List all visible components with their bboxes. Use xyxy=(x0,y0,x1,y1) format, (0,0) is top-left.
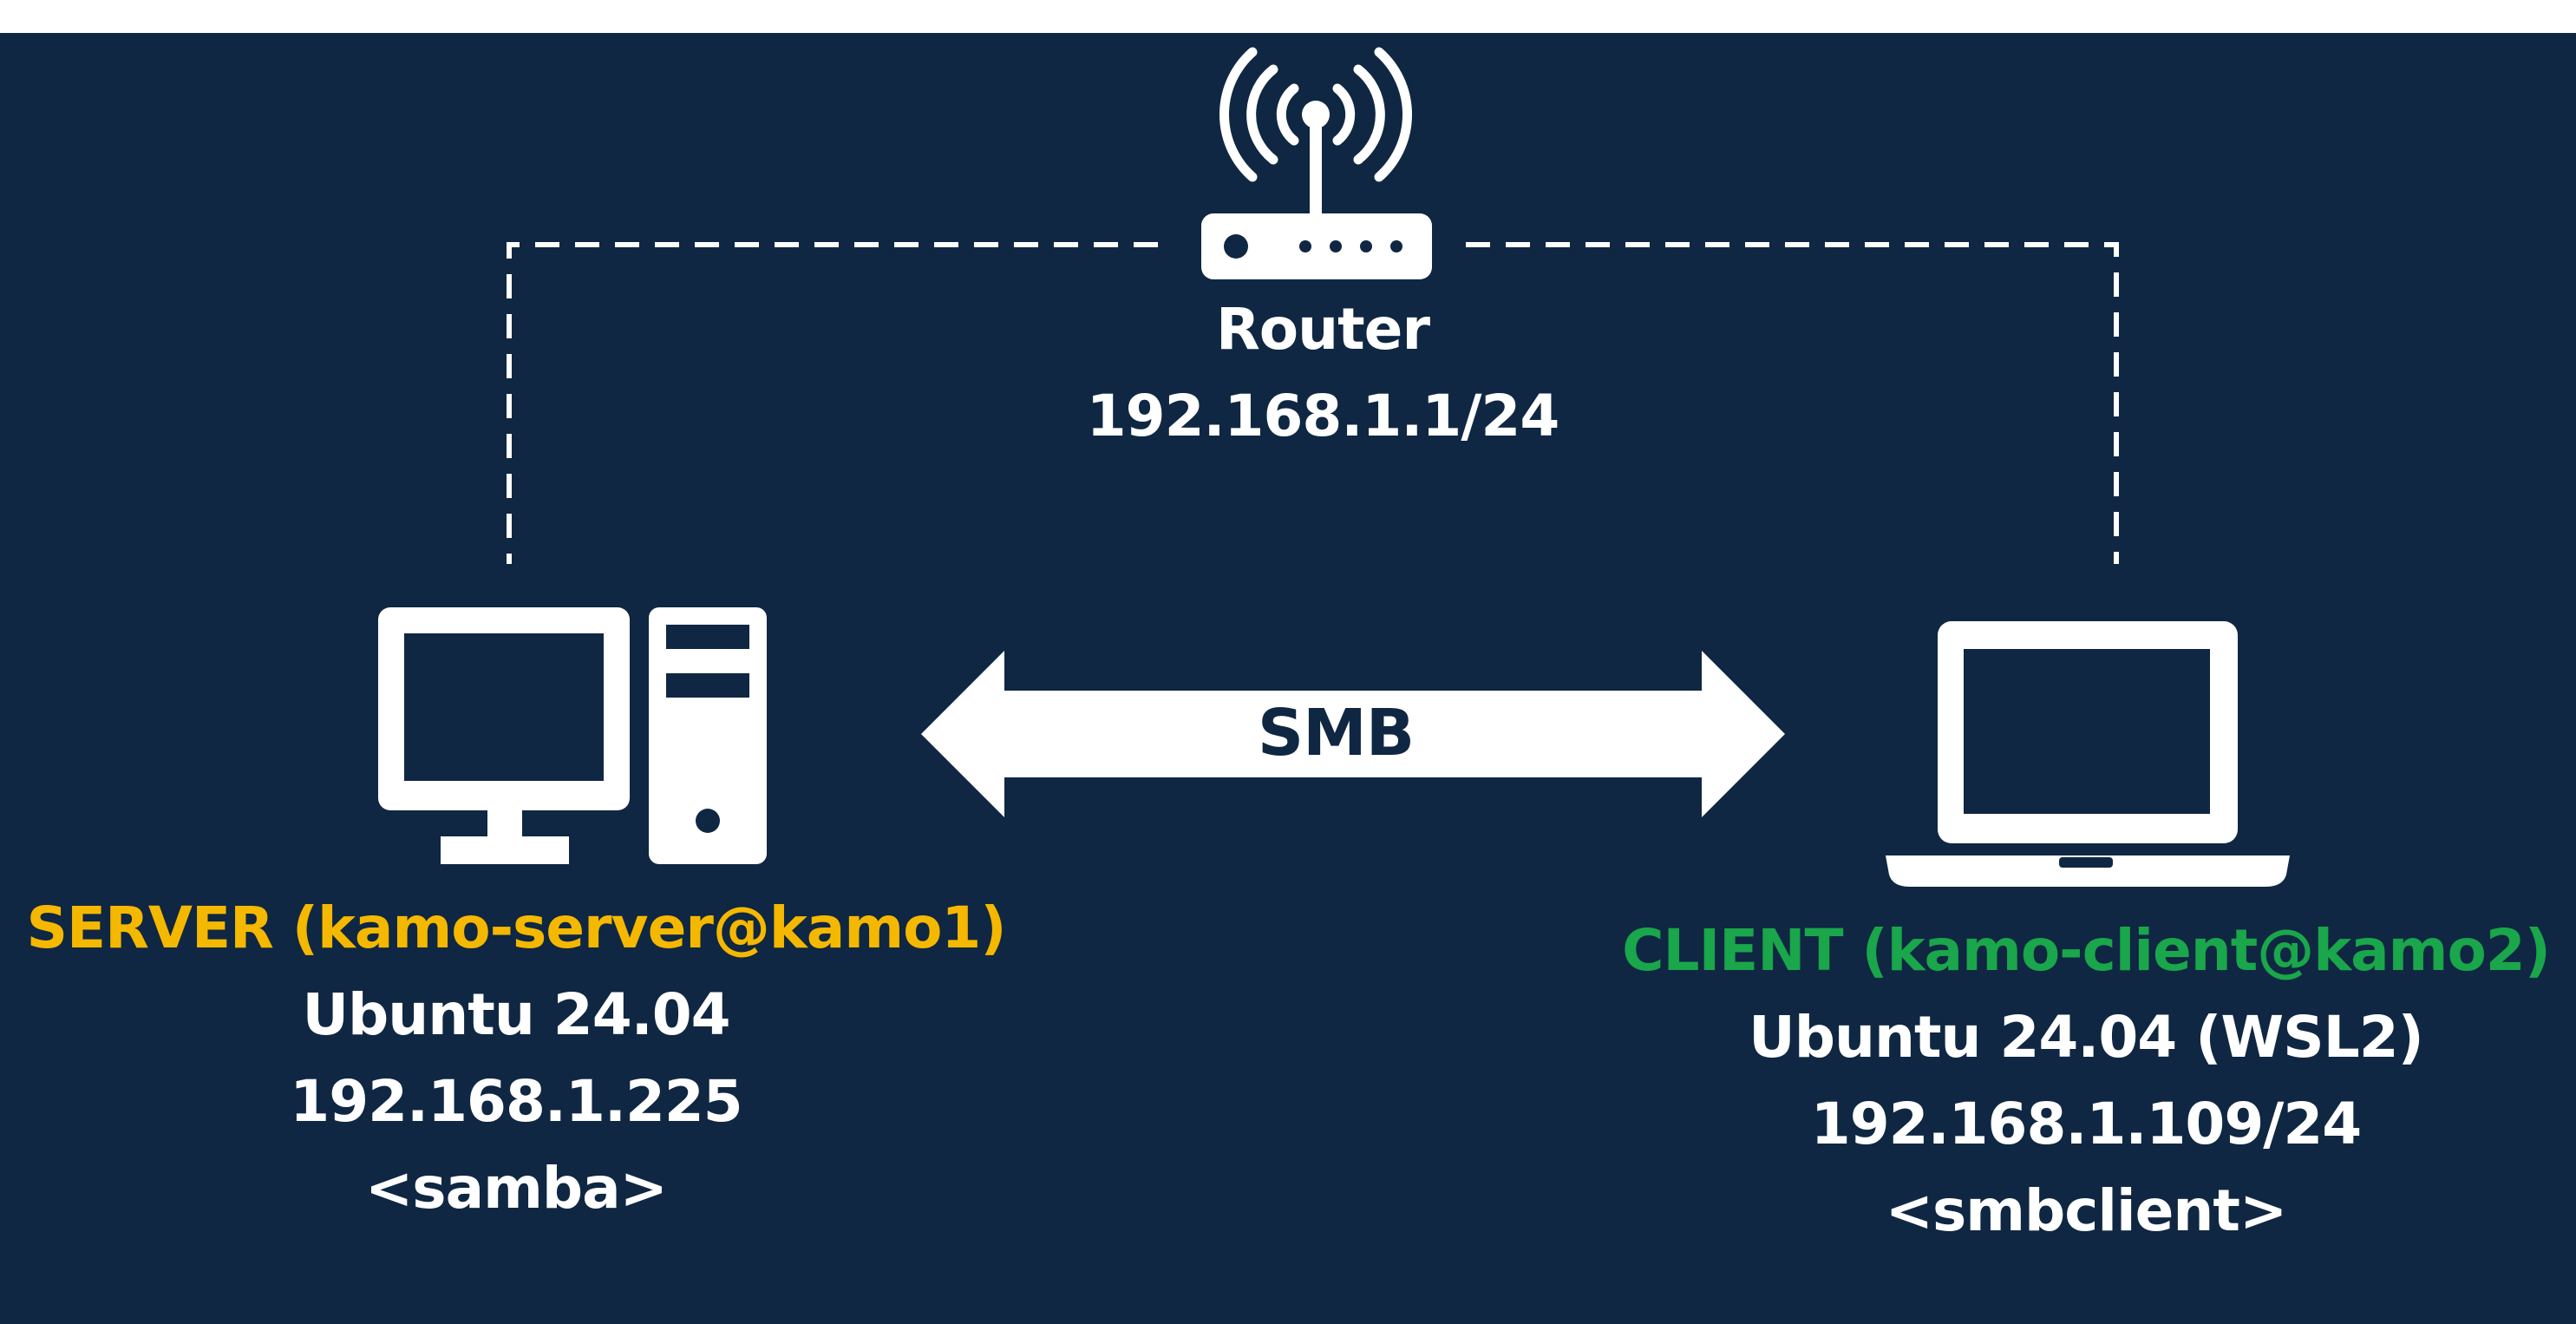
server-title: SERVER (kamo-server@kamo1) xyxy=(26,895,1006,961)
smb-protocol-label: SMB xyxy=(1257,696,1415,770)
server-software: <samba> xyxy=(365,1155,668,1222)
client-os: Ubuntu 24.04 (WSL2) xyxy=(1749,1004,2424,1071)
client-title: CLIENT (kamo-client@kamo2) xyxy=(1622,917,2551,984)
link-router-server xyxy=(507,242,1158,564)
router-ip: 192.168.1.1/24 xyxy=(1086,383,1560,449)
network-links xyxy=(507,242,2119,564)
router-icon xyxy=(1201,47,1432,279)
router-labels: Router 192.168.1.1/24 xyxy=(1028,286,1618,460)
server-os: Ubuntu 24.04 xyxy=(302,981,730,1048)
router-name: Router xyxy=(1215,296,1430,363)
desktop-computer-icon xyxy=(378,607,767,864)
server-labels: SERVER (kamo-server@kamo1) Ubuntu 24.04 … xyxy=(0,885,1032,1232)
laptop-icon xyxy=(1886,621,2290,887)
client-ip: 192.168.1.109/24 xyxy=(1810,1091,2362,1157)
client-labels: CLIENT (kamo-client@kamo2) Ubuntu 24.04 … xyxy=(1596,908,2576,1255)
link-router-client xyxy=(1466,242,2119,564)
server-ip: 192.168.1.225 xyxy=(290,1068,742,1135)
double-arrow-icon xyxy=(921,651,1785,817)
client-software: <smbclient> xyxy=(1885,1177,2288,1244)
